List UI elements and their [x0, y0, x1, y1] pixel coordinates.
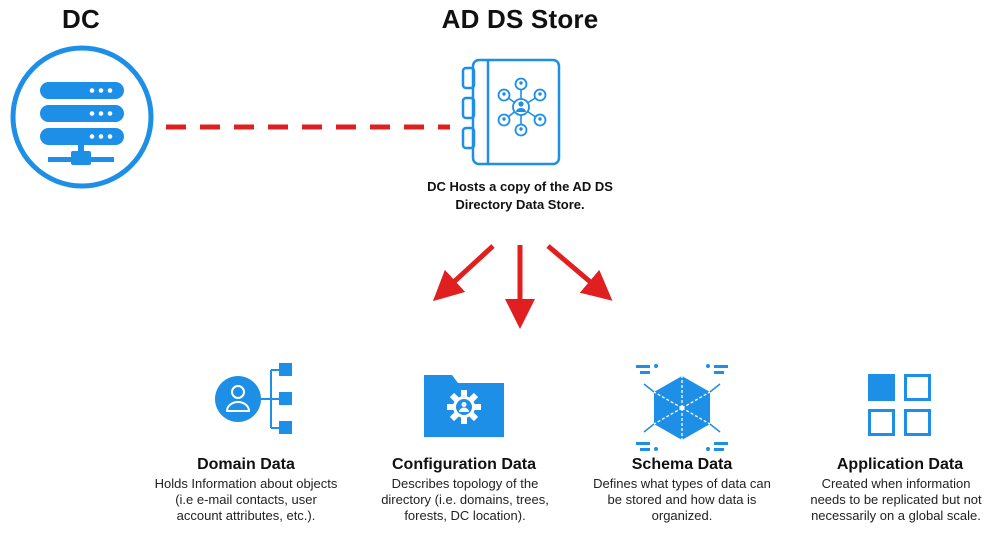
server-icon: [10, 45, 154, 189]
arrow-right: [546, 244, 613, 301]
folder-gear-icon: [424, 375, 504, 437]
dc-title: DC: [62, 4, 100, 34]
directory-book-icon: [461, 58, 561, 166]
domain-data-description: Holds Information about objects (i.e e-m…: [154, 476, 338, 523]
store-caption: DC Hosts a copy of the AD DS Directory D…: [427, 179, 613, 212]
arrow-left: [432, 244, 495, 302]
application-data-description: Created when information needs to be rep…: [810, 476, 982, 523]
configuration-data-title: Configuration Data: [392, 456, 536, 473]
domain-data-title: Domain Data: [197, 456, 295, 473]
configuration-data-description: Describes topology of the directory (i.e…: [381, 476, 549, 523]
cube-network-icon: [636, 364, 728, 451]
schema-data-description: Defines what types of data can be stored…: [593, 476, 771, 523]
store-arrows: [432, 244, 613, 329]
ad-ds-store-title: AD DS Store: [441, 4, 599, 34]
schema-data-title: Schema Data: [631, 456, 733, 473]
user-hierarchy-icon: [215, 363, 292, 434]
application-data-title: Application Data: [836, 456, 964, 473]
app-grid-icon: [868, 374, 931, 436]
